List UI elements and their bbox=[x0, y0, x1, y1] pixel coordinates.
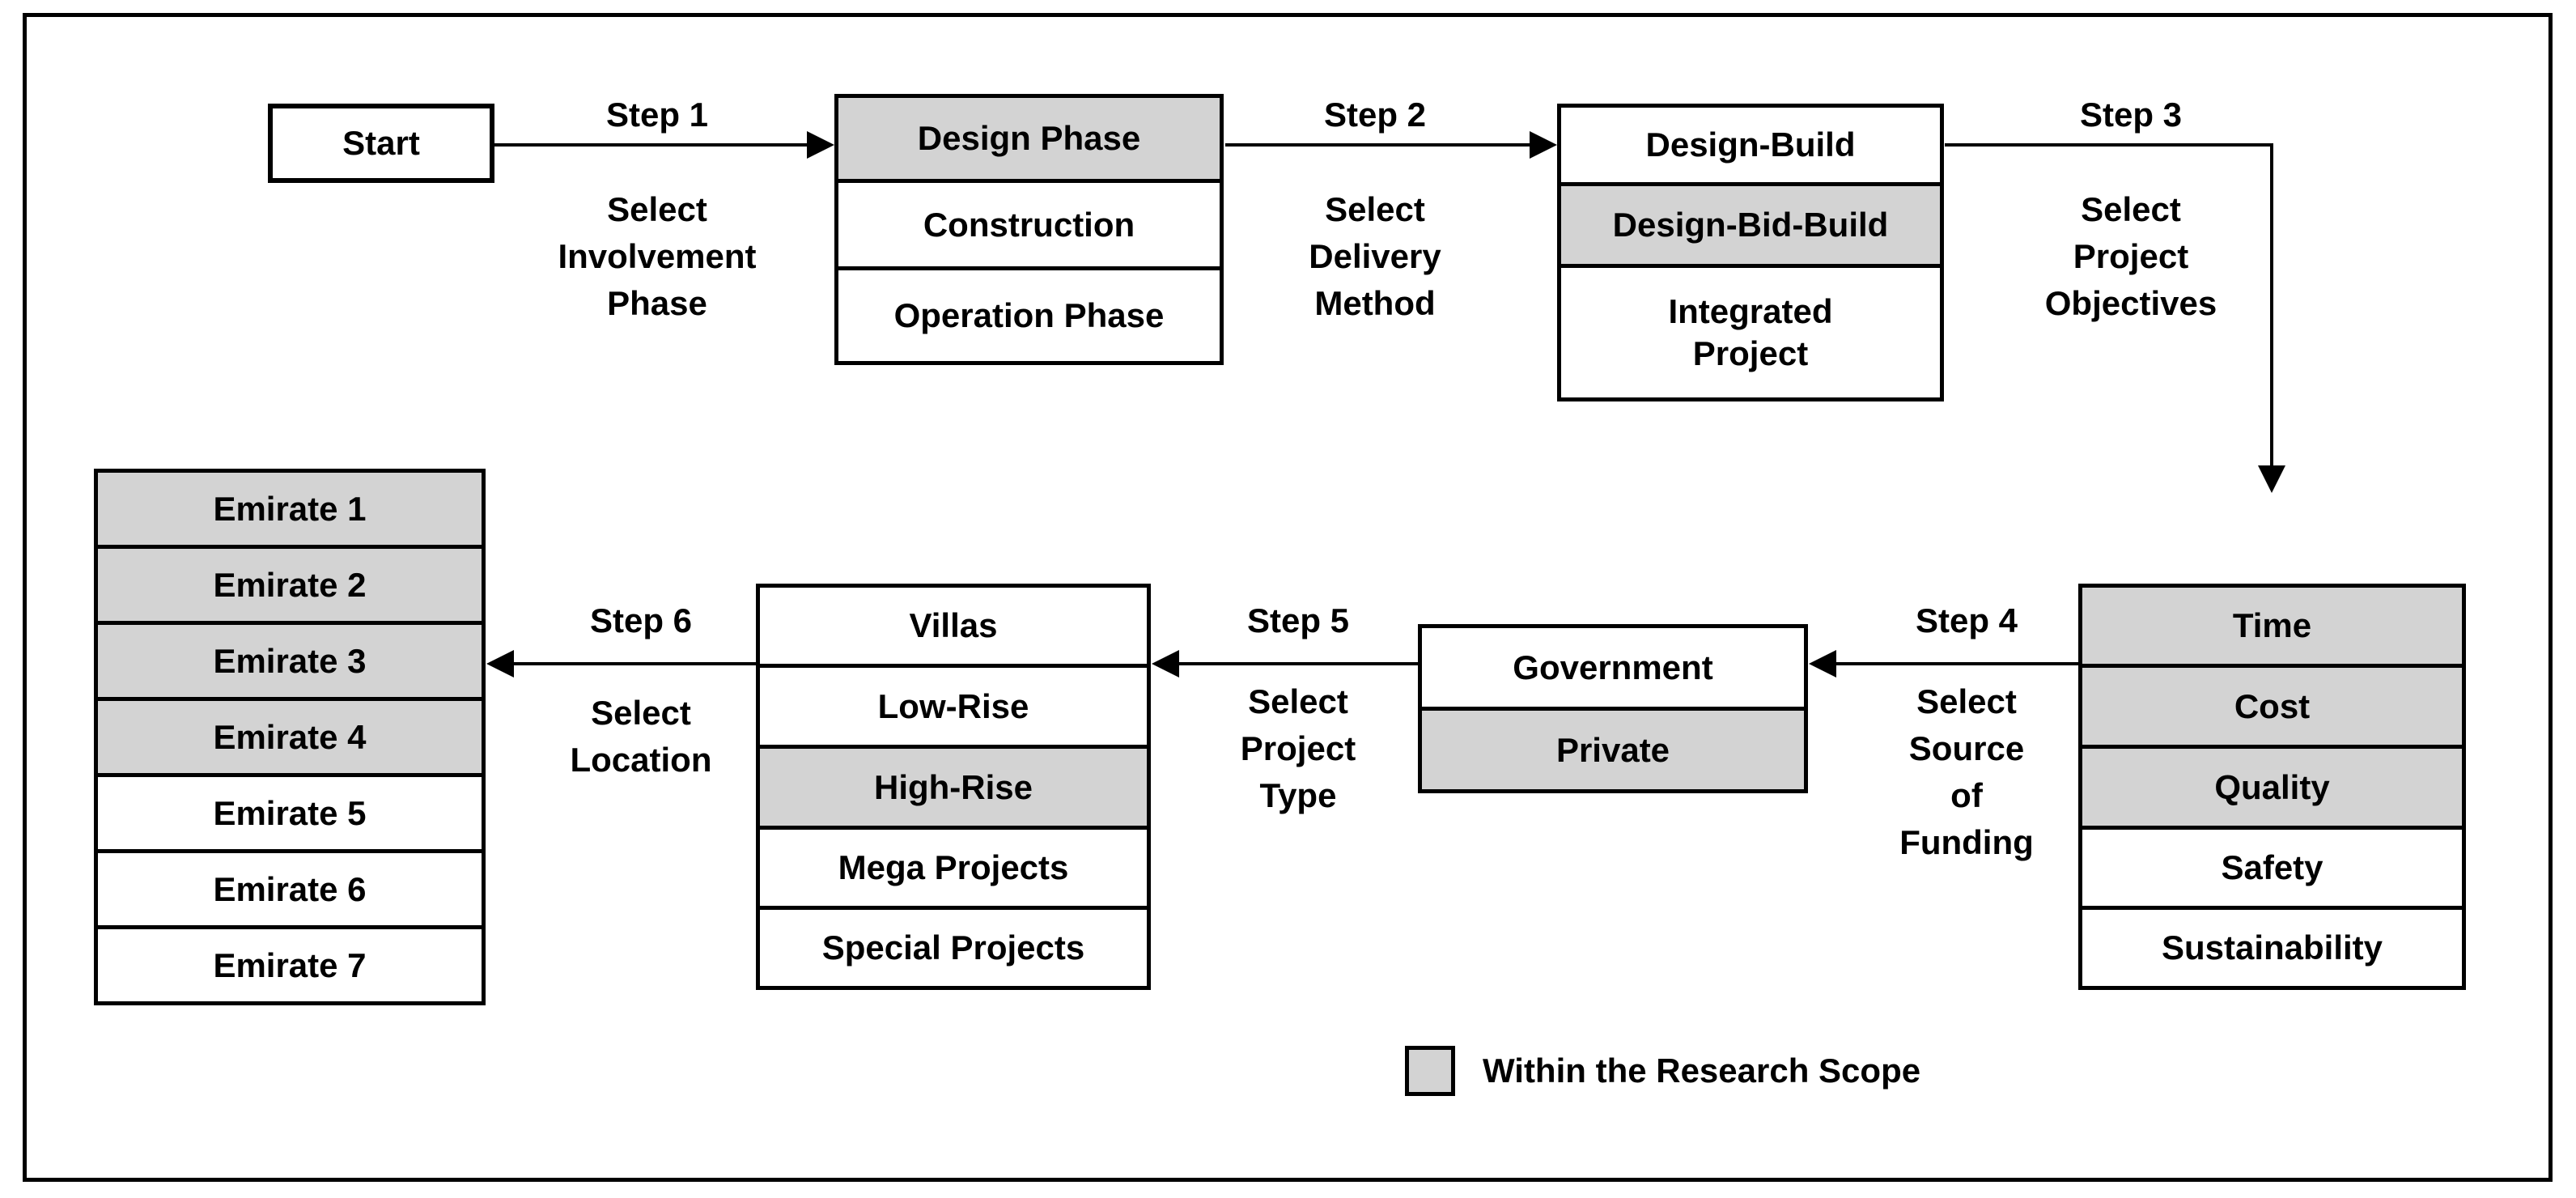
start-box: Start bbox=[268, 104, 494, 183]
item-emirate-5: Emirate 5 bbox=[98, 773, 482, 849]
step-2-label: Step 2 bbox=[1323, 96, 1427, 134]
item-sustainability: Sustainability bbox=[2082, 906, 2462, 986]
item-emirate-1: Emirate 1 bbox=[98, 473, 482, 545]
item-time: Time bbox=[2082, 588, 2462, 664]
project-type-stack: Villas Low-Rise High-Rise Mega Projects … bbox=[756, 584, 1151, 990]
step-4-description: Select Source of Funding bbox=[1899, 682, 2034, 861]
legend-label: Within the Research Scope bbox=[1483, 1051, 1921, 1090]
item-design-bid-build: Design-Bid-Build bbox=[1561, 182, 1940, 264]
arrow-step-2-head bbox=[1530, 131, 1557, 159]
arrow-step-2 bbox=[1225, 143, 1534, 147]
item-mega-projects: Mega Projects bbox=[760, 826, 1147, 906]
item-emirate-2: Emirate 2 bbox=[98, 545, 482, 621]
arrow-step-6-head bbox=[486, 650, 514, 678]
arrow-step-1-head bbox=[807, 131, 834, 159]
arrow-step-4-head bbox=[1809, 650, 1836, 678]
arrow-step-5-head bbox=[1152, 650, 1179, 678]
item-low-rise: Low-Rise bbox=[760, 664, 1147, 745]
arrow-step-1 bbox=[494, 143, 810, 147]
involvement-phase-stack: Design Phase Construction Operation Phas… bbox=[834, 94, 1224, 365]
item-emirate-7: Emirate 7 bbox=[98, 925, 482, 1001]
item-quality: Quality bbox=[2082, 745, 2462, 826]
item-emirate-6: Emirate 6 bbox=[98, 849, 482, 925]
item-integrated-project: Integrated Project bbox=[1561, 264, 1940, 397]
step-3-description: Select Project Objectives bbox=[2044, 190, 2217, 322]
item-operation-phase: Operation Phase bbox=[838, 266, 1220, 361]
funding-source-stack: Government Private bbox=[1418, 624, 1808, 793]
arrow-step-3-head bbox=[2258, 465, 2285, 493]
step-6-label: Step 6 bbox=[589, 601, 693, 639]
item-private: Private bbox=[1422, 707, 1804, 789]
arrow-step-5 bbox=[1178, 662, 1420, 665]
step-3-label: Step 3 bbox=[2079, 96, 2183, 134]
item-cost: Cost bbox=[2082, 664, 2462, 745]
arrow-step-6 bbox=[512, 662, 758, 665]
legend-swatch bbox=[1405, 1046, 1455, 1096]
item-high-rise: High-Rise bbox=[760, 745, 1147, 826]
item-emirate-3: Emirate 3 bbox=[98, 621, 482, 697]
arrow-step-4 bbox=[1835, 662, 2080, 665]
step-1-description: Select Involvement Phase bbox=[558, 190, 757, 322]
figure-border bbox=[23, 13, 2553, 1182]
step-5-label: Step 5 bbox=[1246, 601, 1350, 639]
item-government: Government bbox=[1422, 628, 1804, 707]
step-2-description: Select Delivery Method bbox=[1309, 190, 1441, 322]
item-special-projects: Special Projects bbox=[760, 906, 1147, 986]
item-design-build: Design-Build bbox=[1561, 108, 1940, 182]
step-5-description: Select Project Type bbox=[1240, 682, 1356, 814]
step-6-description: Select Location bbox=[570, 694, 712, 779]
arrow-step-3 bbox=[1945, 143, 2273, 147]
item-emirate-4: Emirate 4 bbox=[98, 697, 482, 773]
project-objectives-stack: Time Cost Quality Safety Sustainability bbox=[2078, 584, 2466, 990]
step-4-label: Step 4 bbox=[1915, 601, 2018, 639]
step-1-label: Step 1 bbox=[605, 96, 709, 134]
item-villas: Villas bbox=[760, 588, 1147, 664]
arrow-step-3-vertical bbox=[2270, 143, 2273, 467]
item-construction: Construction bbox=[838, 179, 1220, 266]
item-design-phase: Design Phase bbox=[838, 98, 1220, 179]
delivery-method-stack: Design-Build Design-Bid-Build Integrated… bbox=[1557, 104, 1944, 401]
location-stack: Emirate 1 Emirate 2 Emirate 3 Emirate 4 … bbox=[94, 469, 486, 1005]
item-safety: Safety bbox=[2082, 826, 2462, 906]
